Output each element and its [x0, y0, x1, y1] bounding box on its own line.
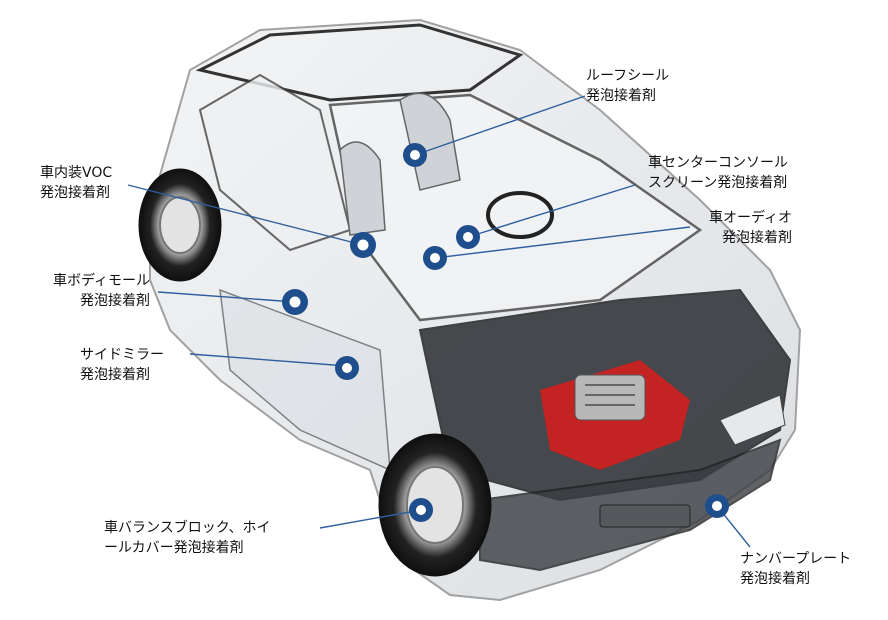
- leader-side-mirror: [189, 353, 348, 367]
- marker-body-molding-dot: [282, 289, 308, 315]
- callout-balance-block-line1: 車バランスブロック、ホイ: [104, 520, 271, 536]
- callout-audio: 車オーディオ 発泡接着剤: [698, 208, 792, 248]
- marker-side-mirror-dot: [335, 356, 359, 380]
- callout-interior-voc: 車内装VOC 発泡接着剤: [40, 163, 112, 203]
- callout-center-console-line1: 車センターコンソール: [648, 155, 788, 171]
- callout-interior-voc-line2: 発泡接着剤: [40, 185, 110, 201]
- callout-side-mirror-line2: 発泡接着剤: [80, 367, 150, 383]
- engine-block: [540, 360, 690, 470]
- marker-audio-dot: [423, 246, 447, 270]
- callout-roof-seal-line1: ルーフシール: [586, 68, 670, 84]
- callout-body-molding-line2: 発泡接着剤: [80, 293, 150, 309]
- leader-interior-voc: [127, 184, 364, 246]
- rear-wheel: [138, 168, 222, 282]
- callout-audio-line2: 発泡接着剤: [722, 230, 792, 246]
- callout-side-mirror: サイドミラー 発泡接着剤: [80, 345, 164, 385]
- markers: [282, 143, 729, 522]
- callout-number-plate: ナンバープレート 発泡接着剤: [740, 549, 851, 589]
- marker-roof-seal-dot: [403, 143, 427, 167]
- callout-balance-block: 車バランスブロック、ホイ ールカバー発泡接着剤: [104, 518, 270, 558]
- leader-body-molding: [157, 291, 296, 303]
- callout-side-mirror-line1: サイドミラー: [80, 347, 164, 363]
- callout-body-molding-line1: 車ボディモール: [52, 273, 150, 289]
- callout-balance-block-line2: ールカバー発泡接着剤: [104, 540, 244, 556]
- marker-number-plate-dot: [705, 494, 729, 518]
- callout-roof-seal: ルーフシール 発泡接着剤: [586, 66, 669, 106]
- leader-audio: [434, 226, 691, 259]
- callout-number-plate-line1: ナンバープレート: [740, 551, 852, 567]
- leader-roof-seal: [414, 95, 586, 156]
- marker-interior-voc-dot: [350, 232, 376, 258]
- leader-balance-block: [319, 509, 422, 529]
- callout-audio-line1: 車オーディオ: [708, 210, 792, 226]
- callout-interior-voc-line1: 車内装VOC: [40, 165, 113, 181]
- leader-center-console: [467, 184, 636, 238]
- leader-lines: [127, 95, 751, 548]
- callout-center-console-line2: スクリーン発泡接着剤: [648, 175, 788, 191]
- marker-center-console-dot: [456, 225, 480, 249]
- callout-center-console: 車センターコンソール スクリーン発泡接着剤: [648, 153, 788, 193]
- callout-roof-seal-line2: 発泡接着剤: [586, 88, 656, 104]
- front-wheel: [378, 433, 492, 577]
- marker-balance-block-dot: [409, 498, 433, 522]
- callout-body-molding: 車ボディモール 発泡接着剤: [30, 271, 150, 311]
- callout-number-plate-line2: 発泡接着剤: [740, 571, 810, 587]
